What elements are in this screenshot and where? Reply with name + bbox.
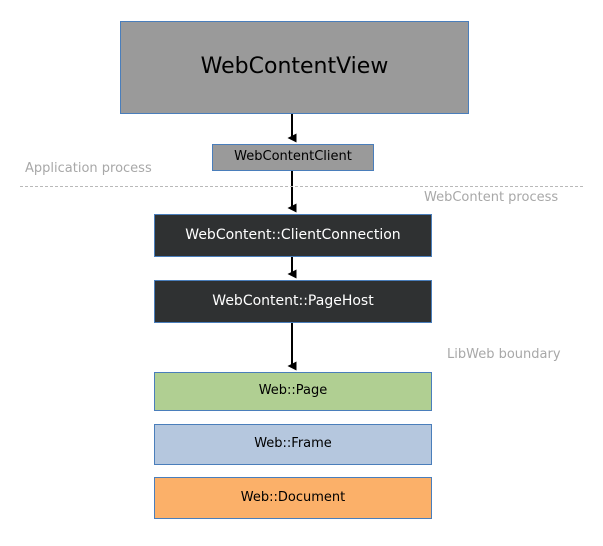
- node-web-frame[interactable]: Web::Frame: [154, 424, 432, 465]
- node-webcontent-pagehost[interactable]: WebContent::PageHost: [154, 280, 432, 323]
- label-application-process: Application process: [25, 161, 152, 176]
- label-libweb-boundary: LibWeb boundary: [447, 347, 561, 362]
- node-web-page[interactable]: Web::Page: [154, 372, 432, 411]
- process-boundary-divider: [20, 186, 583, 187]
- node-webcontent-clientconnection[interactable]: WebContent::ClientConnection: [154, 214, 432, 257]
- label-webcontent-process: WebContent process: [424, 190, 559, 205]
- node-webcontentview[interactable]: WebContentView: [120, 21, 469, 114]
- node-webcontentclient[interactable]: WebContentClient: [212, 144, 374, 171]
- node-web-document[interactable]: Web::Document: [154, 477, 432, 519]
